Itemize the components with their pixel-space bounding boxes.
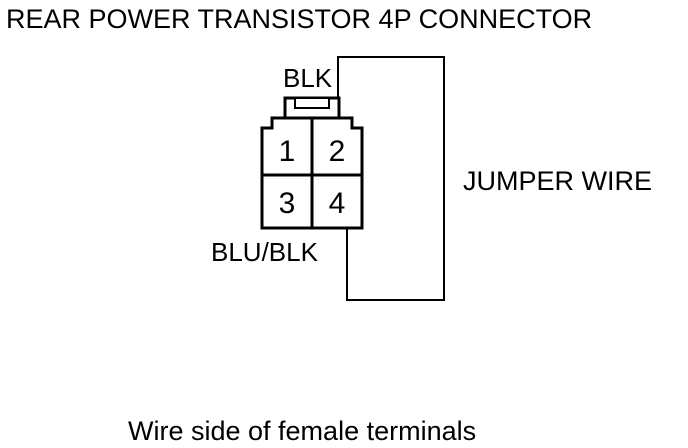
terminal-2-label: 2 [329, 135, 346, 168]
diagram-title: REAR POWER TRANSISTOR 4P CONNECTOR [6, 4, 593, 34]
terminal-1-label: 1 [279, 135, 296, 168]
terminal-3-label: 3 [279, 187, 296, 220]
jumper-wire-label: JUMPER WIRE [463, 166, 652, 196]
connector-lock-tab-inner [294, 97, 330, 109]
wire-color-blu-blk-label: BLU/BLK [211, 237, 319, 267]
diagram-caption: Wire side of female terminals [128, 416, 477, 446]
jumper-wire-line [337, 56, 445, 301]
terminal-4-label: 4 [329, 187, 346, 220]
wire-color-blk-label: BLK [283, 63, 333, 93]
